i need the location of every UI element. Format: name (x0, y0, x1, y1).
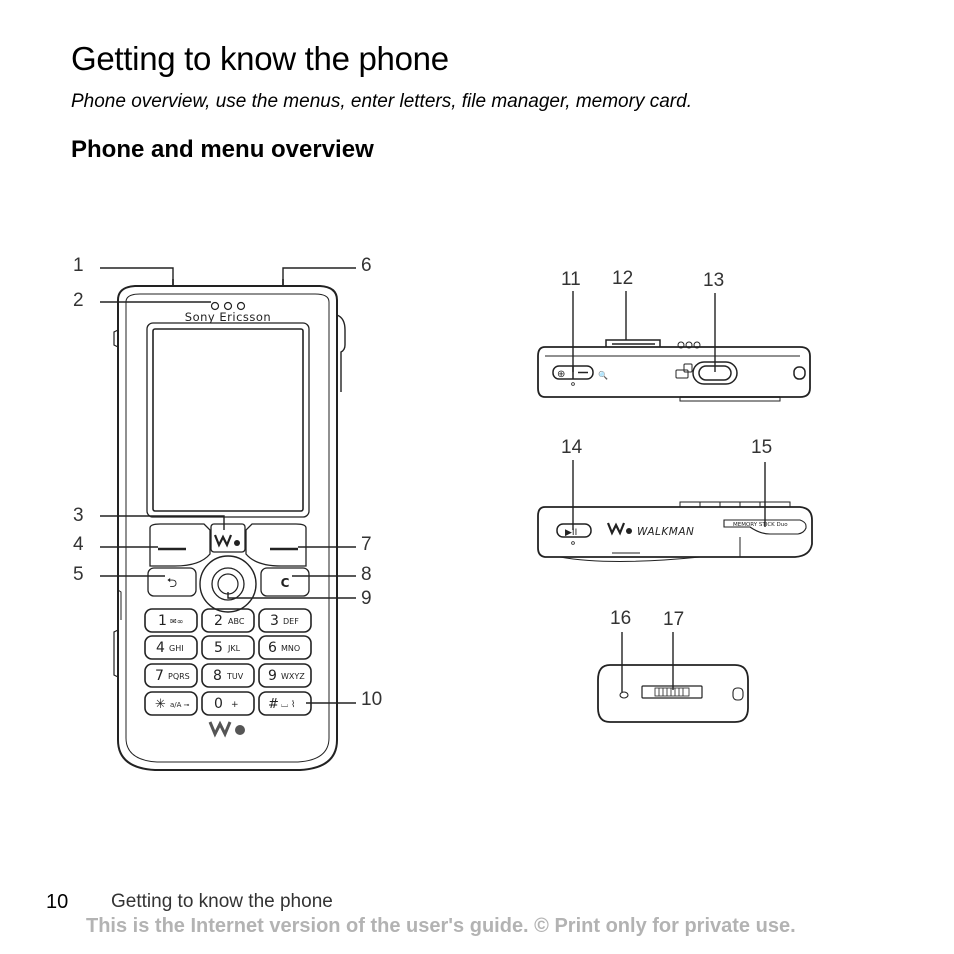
svg-text:🔍: 🔍 (598, 370, 608, 380)
callout-17: 17 (663, 609, 684, 630)
callout-4: 4 (73, 534, 84, 555)
callout-13: 13 (703, 270, 724, 291)
key-6: 6 (268, 640, 277, 656)
memory-stick-label: MEMORY STICK Duo (733, 522, 788, 528)
svg-text:⊕: ⊕ (557, 369, 565, 380)
callout-5: 5 (73, 564, 84, 585)
svg-text:WALKMAN: WALKMAN (637, 526, 694, 538)
brand-logo-text: Sony Ericsson (185, 310, 271, 324)
callout-14: 14 (561, 437, 583, 458)
phone-top-view: ⊕ 🔍 (537, 339, 811, 402)
key-9: 9 (268, 668, 277, 684)
callout-15: 15 (751, 437, 772, 458)
key-4: 4 (156, 640, 165, 656)
svg-text:a/A ⊸: a/A ⊸ (170, 701, 190, 709)
clear-key: C (281, 576, 290, 590)
page-subtitle: Phone overview, use the menus, enter let… (71, 91, 692, 112)
callout-2: 2 (73, 290, 84, 311)
svg-text:WXYZ: WXYZ (281, 672, 305, 681)
svg-text:✉∞: ✉∞ (170, 617, 183, 626)
svg-text:+: + (231, 700, 239, 710)
svg-text:PQRS: PQRS (168, 672, 190, 681)
svg-text:MNO: MNO (281, 644, 300, 653)
callout-8: 8 (361, 564, 372, 585)
callout-lines-front (100, 267, 356, 704)
svg-text:▶II: ▶II (565, 528, 577, 538)
phone-side-view: ▶II (537, 501, 813, 562)
callout-1: 1 (73, 255, 84, 276)
key-1: 1 (158, 613, 167, 629)
page-number: 10 (46, 891, 69, 913)
walkman-logo-bottom (208, 720, 245, 738)
callout-lines-side (572, 460, 766, 530)
key-hash: # (268, 697, 279, 712)
walkman-side-logo: WALKMAN (606, 522, 694, 538)
key-3: 3 (270, 613, 279, 629)
key-7: 7 (155, 668, 164, 684)
svg-text:JKL: JKL (227, 644, 241, 653)
callout-9: 9 (361, 588, 372, 609)
callout-numbers: 1 2 3 4 5 6 7 8 9 10 11 12 13 14 15 16 1… (73, 255, 772, 710)
callout-6: 6 (361, 255, 372, 276)
key-2: 2 (214, 613, 223, 629)
callout-3: 3 (73, 505, 84, 526)
page-title: Getting to know the phone (71, 40, 449, 77)
callout-7: 7 (361, 534, 372, 555)
phone-bottom-view (597, 664, 749, 723)
svg-text:⮌: ⮌ (167, 576, 177, 591)
callout-lines-top (572, 291, 716, 372)
svg-text:ABC: ABC (228, 617, 245, 626)
section-heading: Phone and menu overview (71, 136, 374, 163)
svg-text:TUV: TUV (226, 672, 244, 681)
callout-11: 11 (561, 269, 581, 290)
callout-16: 16 (610, 608, 631, 629)
footer-section-title: Getting to know the phone (111, 891, 333, 912)
svg-text:DEF: DEF (283, 617, 299, 626)
internet-version-notice: This is the Internet version of the user… (86, 915, 796, 937)
key-8: 8 (213, 668, 222, 684)
key-0: 0 (214, 696, 223, 712)
callout-10: 10 (361, 689, 382, 710)
walkman-key-logo (213, 534, 240, 548)
key-5: 5 (214, 640, 223, 656)
phone-front-view (113, 279, 346, 771)
svg-text:GHI: GHI (169, 644, 184, 653)
back-key: ⮌ (167, 576, 177, 591)
callout-lines-bottom (621, 632, 674, 692)
svg-text:C: C (281, 576, 290, 590)
key-star: ✳ (155, 697, 166, 712)
keypad: 1 ✉∞ 2 ABC 3 DEF 4 GHI 5 JKL 6 MNO 7 PQR… (155, 613, 305, 712)
callout-12: 12 (612, 268, 633, 289)
svg-text:⌴ ⌇: ⌴ ⌇ (281, 699, 295, 710)
